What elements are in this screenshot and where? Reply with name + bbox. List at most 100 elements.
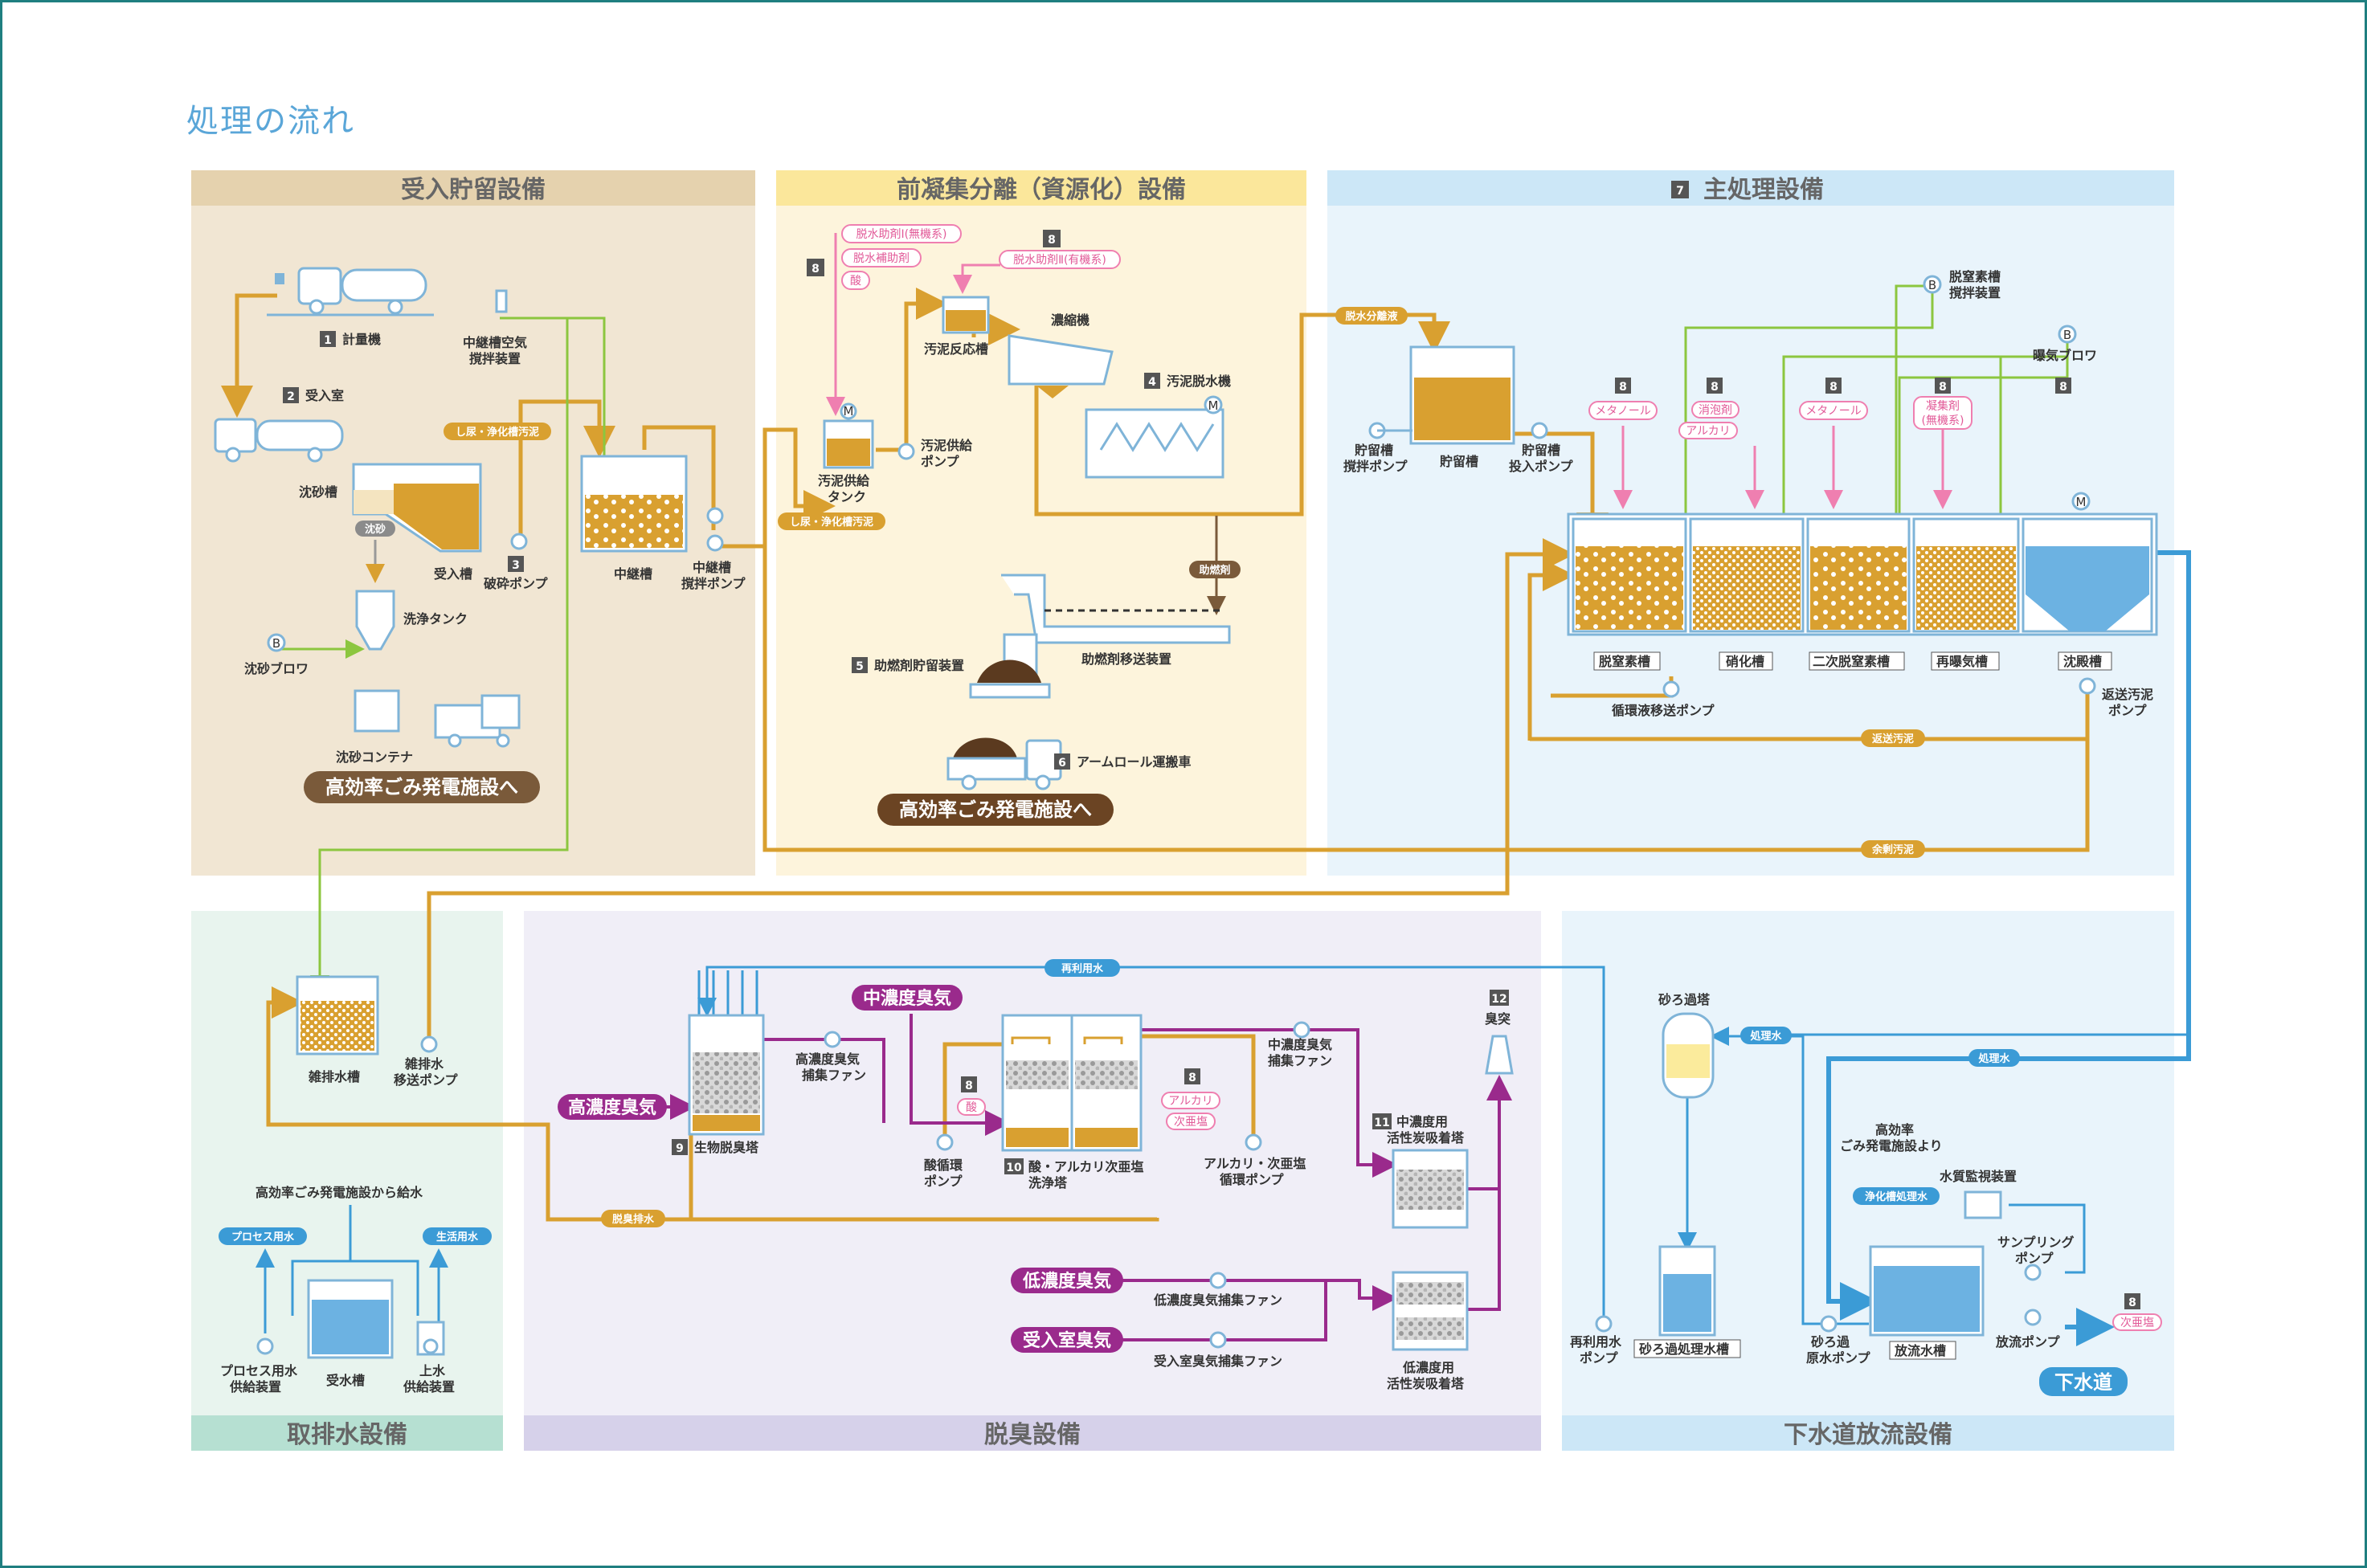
crush-pump: 3 破砕ポンプ (484, 533, 549, 591)
svg-text:捕集ファン: 捕集ファン (1268, 1053, 1332, 1068)
svg-text:低濃度臭気捕集ファン: 低濃度臭気捕集ファン (1153, 1292, 1282, 1308)
night-soil-pill-2: し尿・浄化槽汚泥 (778, 512, 885, 530)
main-tank-row: M (1567, 492, 2158, 636)
svg-text:砂ろ過処理水槽: 砂ろ過処理水槽 (1639, 1341, 1729, 1357)
svg-text:余剰汚泥: 余剰汚泥 (1871, 843, 1914, 856)
svg-text:撹拌装置: 撹拌装置 (1949, 285, 2001, 300)
svg-text:生物脱臭塔: 生物脱臭塔 (694, 1140, 759, 1155)
svg-text:汚泥供給: 汚泥供給 (818, 473, 870, 488)
svg-text:次亜塩: 次亜塩 (2120, 1317, 2154, 1329)
section-title-precoag: 前凝集分離（資源化）設備 (897, 176, 1186, 204)
truck-icon-2 (214, 418, 344, 463)
flow-bio-sprinkle (697, 970, 758, 1028)
svg-text:高濃度臭気: 高濃度臭気 (568, 1097, 656, 1118)
svg-text:脱水助剤Ⅰ(無機系): 脱水助剤Ⅰ(無機系) (856, 228, 946, 241)
flow-feed-to-react (876, 288, 948, 452)
grit-container (354, 689, 521, 748)
svg-text:汚泥供給: 汚泥供給 (921, 438, 973, 453)
svg-text:上水: 上水 (419, 1363, 446, 1378)
flow-scrub-to-ac (1141, 1028, 1398, 1178)
discharge-tank: 放流水槽 (1869, 1245, 1985, 1360)
label-wash-tank: 洗浄タンク (403, 611, 468, 627)
flow-receive-to-grit (221, 293, 277, 418)
flow-excess-sludge (762, 546, 2090, 852)
flow-room-odor (1120, 1282, 1327, 1341)
svg-text:硝化槽: 硝化槽 (1726, 654, 1764, 669)
scrub-alkali: 8 アルカリ 次亜塩 (1161, 1068, 1220, 1130)
label-grit-tank: 沈砂槽 (299, 484, 337, 500)
label-dewater: 4 汚泥脱水機 (1144, 373, 1231, 389)
svg-text:返送汚泥: 返送汚泥 (1872, 733, 1914, 745)
svg-text:8: 8 (2128, 1296, 2136, 1309)
svg-text:アルカリ: アルカリ (1168, 1095, 1212, 1108)
main-number: 7 (1676, 185, 1684, 198)
chem-line-2 (953, 263, 1000, 294)
svg-text:8: 8 (1939, 381, 1947, 394)
svg-text:貯留槽: 貯留槽 (1522, 443, 1560, 458)
alkali-pump: アルカリ・次亜塩 循環ポンプ (1204, 1133, 1306, 1187)
svg-text:消泡剤: 消泡剤 (1699, 404, 1732, 417)
svg-text:下水道: 下水道 (2054, 1371, 2112, 1394)
svg-text:酸・アルカリ次亜塩: 酸・アルカリ次亜塩 (1028, 1159, 1143, 1174)
storage-feed-pump: 貯留槽 投入ポンプ (1509, 422, 1574, 474)
svg-text:脱水補助剤: 脱水補助剤 (853, 252, 910, 265)
relay-pump: 中継槽 撹拌ポンプ (681, 507, 746, 591)
scrub-acid: 8 酸 (957, 1076, 986, 1116)
svg-text:脱水分離液: 脱水分離液 (1345, 310, 1397, 323)
svg-text:雑排水槽: 雑排水槽 (308, 1069, 360, 1084)
main-chem-3: 8 メタノール (1799, 378, 1868, 420)
svg-text:循環ポンプ: 循環ポンプ (1220, 1172, 1285, 1187)
svg-text:ポンプ: ポンプ (1580, 1350, 1619, 1366)
svg-text:助燃剤: 助燃剤 (1199, 564, 1230, 577)
flow-night-soil (518, 399, 615, 543)
svg-text:9: 9 (676, 1142, 684, 1155)
svg-text:受入室: 受入室 (305, 388, 344, 403)
sewer-hypo: 8 次亜塩 (2112, 1293, 2162, 1331)
label-supply-from: 高効率ごみ発電施設から給水 (256, 1185, 423, 1200)
odor-stack: 12 臭突 (1485, 990, 1514, 1075)
svg-text:脱臭排水: 脱臭排水 (612, 1213, 655, 1226)
label-thickener: 濃縮機 (1051, 312, 1089, 328)
feed-pump: 汚泥供給 ポンプ (897, 438, 973, 469)
storage-mix-pump: 貯留槽 撹拌ポンプ (1343, 422, 1412, 474)
svg-text:再曝気槽: 再曝気槽 (1936, 654, 1988, 669)
banner-precoag: 高効率ごみ発電施設へ (877, 794, 1114, 826)
svg-text:撹拌装置: 撹拌装置 (469, 351, 521, 366)
grit-label-pill: 沈砂 (355, 521, 395, 537)
svg-text:再利用水: 再利用水 (1061, 962, 1104, 975)
sewer-badge: 下水道 (2039, 1367, 2128, 1396)
svg-text:(無機系): (無機系) (1922, 414, 1964, 427)
svg-text:活性炭吸着塔: 活性炭吸着塔 (1387, 1130, 1465, 1145)
svg-text:高効率ごみ発電施設へ: 高効率ごみ発電施設へ (899, 798, 1092, 821)
filt-water-tank: 砂ろ過処理水槽 (1633, 1245, 1741, 1358)
flow-ac2-to-stack (1467, 1189, 1501, 1311)
svg-text:メタノール: メタノール (1595, 405, 1651, 418)
svg-text:B: B (1928, 278, 1936, 292)
svg-text:8: 8 (965, 1080, 973, 1092)
svg-text:中濃度用: 中濃度用 (1396, 1114, 1448, 1129)
svg-text:計量機: 計量機 (342, 332, 381, 347)
svg-text:脱窒素槽: 脱窒素槽 (1599, 654, 1650, 669)
react-tank (942, 296, 990, 334)
svg-text:供給装置: 供給装置 (229, 1379, 281, 1394)
svg-text:破砕ポンプ: 破砕ポンプ (484, 576, 549, 591)
svg-text:次亜塩: 次亜塩 (1174, 1116, 1208, 1129)
svg-text:8: 8 (1829, 381, 1838, 394)
svg-text:撹拌ポンプ: 撹拌ポンプ (1343, 459, 1408, 474)
svg-text:2: 2 (287, 390, 295, 403)
mid-odor-fan: 中濃度臭気 捕集ファン (1268, 1021, 1332, 1068)
aux-fuel-pill: 助燃剤 (1189, 561, 1241, 578)
raw-pump: 砂ろ過 原水ポンプ (1806, 1315, 1871, 1366)
svg-text:ごみ発電施設より: ごみ発電施設より (1840, 1138, 1943, 1154)
night-soil-pill: し尿・浄化槽汚泥 (444, 423, 551, 440)
svg-text:酸循環: 酸循環 (924, 1158, 963, 1173)
flow-thickener-to-dewater (1034, 312, 1450, 517)
svg-text:撹拌ポンプ: 撹拌ポンプ (681, 576, 746, 591)
svg-text:5: 5 (856, 660, 864, 673)
bio-tower: 9 生物脱臭塔 (672, 1014, 765, 1155)
svg-text:脱窒素槽: 脱窒素槽 (1949, 269, 2001, 284)
svg-text:プロセス用水: プロセス用水 (231, 1231, 295, 1243)
section-title-sewer: 下水道放流設備 (1784, 1421, 1952, 1449)
svg-text:ポンプ: ポンプ (2108, 703, 2148, 718)
section-deodor: 脱臭設備 (524, 911, 1541, 1451)
